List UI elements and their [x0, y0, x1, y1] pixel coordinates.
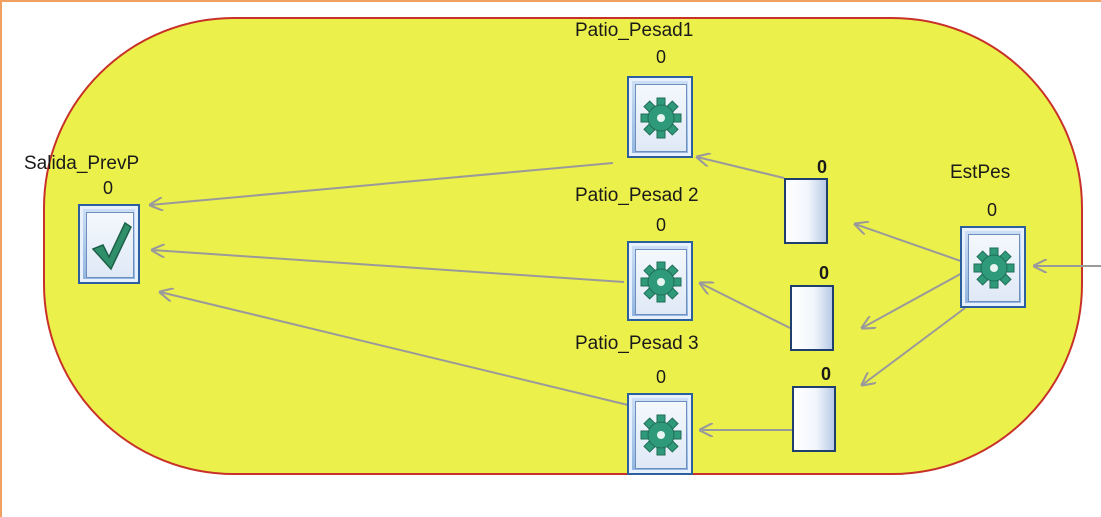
gear-icon	[640, 261, 682, 303]
patio2-icon-box	[635, 249, 687, 315]
patio1-count: 0	[656, 47, 667, 67]
gear-icon	[640, 414, 682, 456]
patio2-node[interactable]	[627, 241, 693, 321]
patio1-icon-box	[635, 84, 687, 152]
patio1-node[interactable]	[627, 76, 693, 158]
arrow-patio3-salida	[160, 292, 629, 406]
gear-icon	[973, 247, 1015, 289]
patio2-count: 0	[656, 215, 667, 235]
queue-2[interactable]	[790, 285, 834, 351]
queue3-count: 0	[821, 364, 832, 384]
checkmark-icon	[91, 221, 132, 271]
queue1-count: 0	[817, 157, 828, 177]
arrow-estpes-queue1	[855, 224, 976, 267]
salida-count: 0	[103, 178, 114, 198]
arrow-estpes-queue2	[862, 265, 976, 328]
arrow-estpes-queue3	[862, 307, 966, 385]
patio3-count: 0	[656, 367, 667, 387]
arrow-queue1-patio1	[697, 157, 785, 179]
process-region[interactable]	[43, 17, 1083, 475]
patio2-label: Patio_Pesad 2	[575, 185, 699, 206]
estpes-icon-box	[968, 234, 1020, 302]
estpes-count: 0	[987, 200, 998, 220]
queue-1[interactable]	[784, 178, 828, 244]
patio3-node[interactable]	[627, 393, 693, 475]
gear-icon	[640, 97, 682, 139]
arrow-patio1-salida	[150, 162, 614, 205]
patio3-label: Patio_Pesad 3	[575, 333, 699, 354]
salida-icon-box	[86, 212, 134, 278]
salida-label: Salida_PrevP	[24, 153, 140, 174]
arrow-patio2-salida	[152, 250, 625, 283]
patio1-label: Patio_Pesad1	[575, 20, 694, 41]
queue-3[interactable]	[792, 386, 836, 452]
salida-node[interactable]	[78, 204, 140, 284]
patio3-icon-box	[635, 401, 687, 469]
estpes-node[interactable]	[960, 226, 1026, 308]
estpes-label: EstPes	[950, 162, 1011, 183]
queue2-count: 0	[819, 263, 830, 283]
arrow-queue2-patio2	[700, 283, 791, 329]
